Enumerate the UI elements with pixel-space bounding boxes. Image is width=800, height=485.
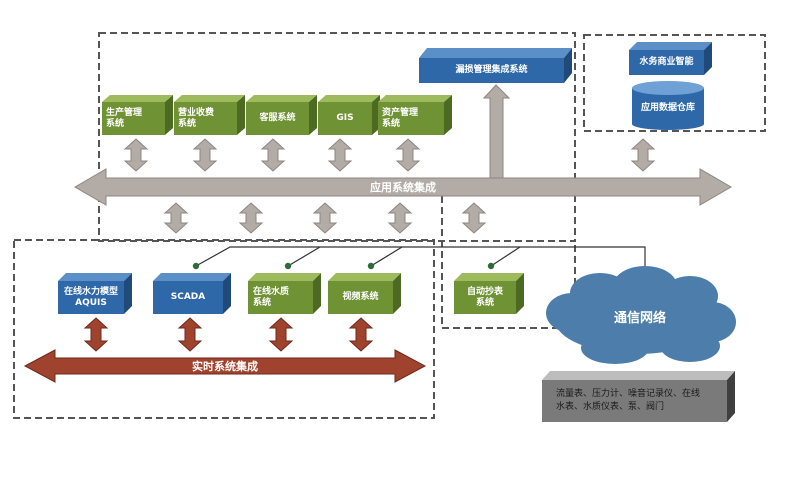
connector-dot <box>284 262 292 270</box>
application-integration-bar <box>74 168 732 206</box>
double-arrow-icon <box>123 138 149 172</box>
double-arrow-icon <box>238 202 264 234</box>
leak-mgmt-up-arrow <box>482 84 511 179</box>
double-arrow-icon <box>630 138 656 172</box>
double-arrow-icon <box>260 138 286 172</box>
realtime-box-scada <box>153 273 231 314</box>
realtime-box-hydraulic-model <box>58 273 132 314</box>
network-cloud <box>546 266 736 364</box>
double-arrow-icon <box>461 202 487 234</box>
realtime-box-video <box>328 273 401 314</box>
double-arrow-icon <box>327 138 353 172</box>
realtime-box-water-quality <box>248 273 321 314</box>
bi-box <box>629 42 712 75</box>
app-box-billing <box>174 95 245 135</box>
app-box-asset-management <box>378 95 452 135</box>
connector-dot <box>192 262 200 270</box>
realtime-double-arrow-icon <box>268 317 294 352</box>
connector-dot <box>487 262 495 270</box>
double-arrow-icon <box>192 138 218 172</box>
double-arrow-icon <box>312 202 338 234</box>
realtime-integration-bar <box>23 349 427 383</box>
app-box-customer-service <box>246 95 317 135</box>
leak-management-box <box>419 48 572 83</box>
data-warehouse-cylinder <box>632 81 704 130</box>
realtime-double-arrow-icon <box>177 317 203 352</box>
application-layer-frame <box>98 32 576 242</box>
connector-dot <box>367 262 375 270</box>
realtime-layer-frame <box>13 239 435 419</box>
business-intelligence-frame <box>583 34 766 132</box>
realtime-double-arrow-icon <box>348 317 374 352</box>
double-arrow-icon <box>163 202 189 234</box>
app-box-production <box>102 95 173 135</box>
realtime-double-arrow-icon <box>83 317 109 352</box>
double-arrow-icon <box>395 138 421 172</box>
field-devices-box <box>542 371 735 422</box>
network-connector-lines <box>195 246 646 275</box>
double-arrow-icon <box>387 202 413 234</box>
app-box-gis <box>318 95 380 135</box>
meter-reading-box <box>454 273 524 314</box>
